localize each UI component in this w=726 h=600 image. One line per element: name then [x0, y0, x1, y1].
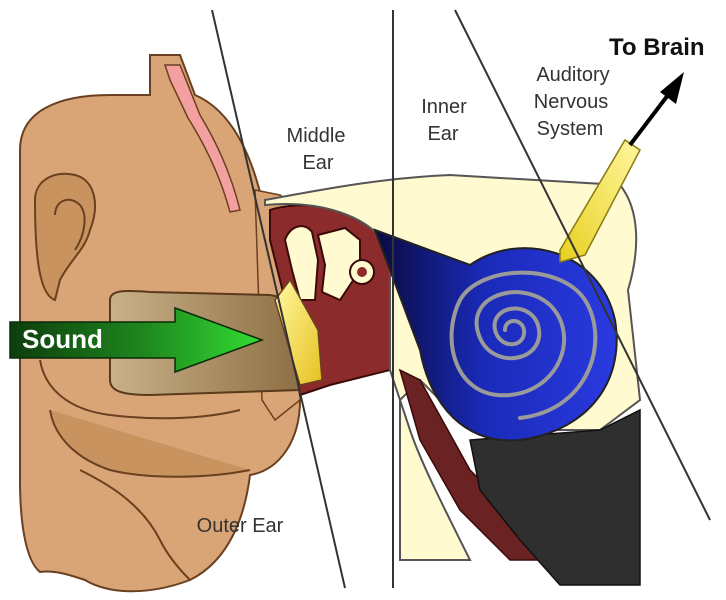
middle-ear-label-line1: Middle	[287, 125, 346, 147]
auditory-label-line3: System	[537, 118, 604, 140]
middle-ear-label-line2: Ear	[302, 152, 333, 174]
inner-ear-label-line1: Inner	[421, 96, 467, 118]
outer-ear-label: Outer Ear	[197, 515, 284, 537]
sound-label: Sound	[22, 324, 103, 354]
to-brain-arrow	[630, 72, 684, 145]
inner-ear-label-line2: Ear	[427, 123, 458, 145]
auditory-label-line2: Nervous	[534, 91, 608, 113]
to-brain-label: To Brain	[609, 34, 705, 61]
auditory-label-line1: Auditory	[536, 64, 609, 86]
